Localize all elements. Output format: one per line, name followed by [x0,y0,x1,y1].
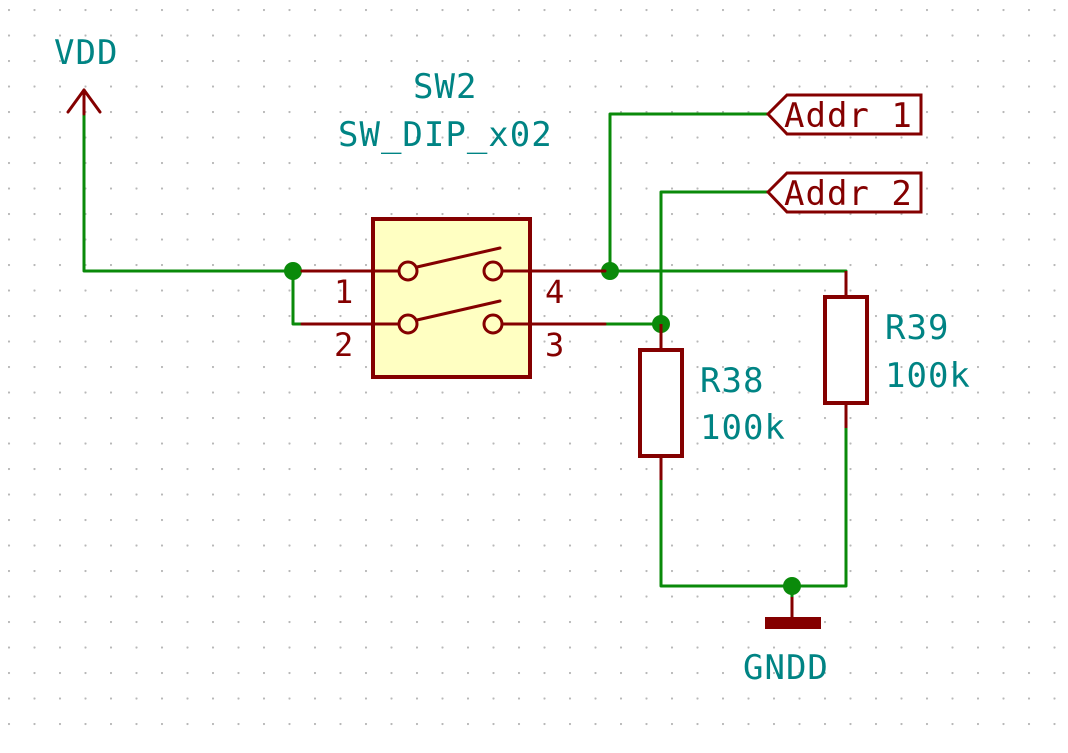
addr2-label: Addr_2 [784,174,913,214]
wire-pin1-to-pin2 [291,271,302,326]
sw-contact-icon [397,260,419,282]
sw-contact-icon [482,260,504,282]
resistor-r39 [823,271,869,428]
r39-body [823,295,869,405]
wire-vdd-to-sw-pin1 [82,114,302,273]
r39-value: 100k [885,356,971,396]
dip-switch-body [371,217,532,379]
addr2-flag-icon [765,171,923,214]
r39-ref: R39 [885,308,949,348]
ground-symbol [765,597,821,629]
wire-addr2-net [659,190,768,324]
wire-resistors-to-gnd [659,428,848,588]
resistor-r38 [638,324,684,480]
junctions [284,262,801,595]
junction-dot [601,262,619,280]
sw-pin-number: 3 [545,326,564,364]
net-label-addr1: Addr_1 [765,93,923,136]
r38-value: 100k [700,408,786,448]
sw-pin-number: 2 [334,326,353,364]
vdd-symbol [66,88,102,116]
ground-bar-icon [765,617,821,629]
sw-contact-icon [482,313,504,335]
r38-body [638,348,684,458]
sw-lever-icon [415,246,502,269]
sw-pin-number: 1 [334,273,353,311]
sw-lever-icon [415,299,502,322]
sw-pin-number: 4 [545,273,564,311]
addr1-label: Addr_1 [784,96,913,136]
sw-contact-icon [397,313,419,335]
ground-label: GNDD [743,648,829,688]
addr1-flag-icon [765,93,923,136]
wire-addr1-net [608,112,768,271]
switch-value: SW_DIP_x02 [338,115,553,155]
junction-dot [284,262,302,280]
r38-ref: R38 [700,361,764,401]
net-label-addr2: Addr_2 [765,171,923,214]
dip-switch [300,217,607,379]
junction-dot [783,577,801,595]
switch-ref: SW2 [413,67,477,107]
vdd-label: VDD [54,33,118,73]
